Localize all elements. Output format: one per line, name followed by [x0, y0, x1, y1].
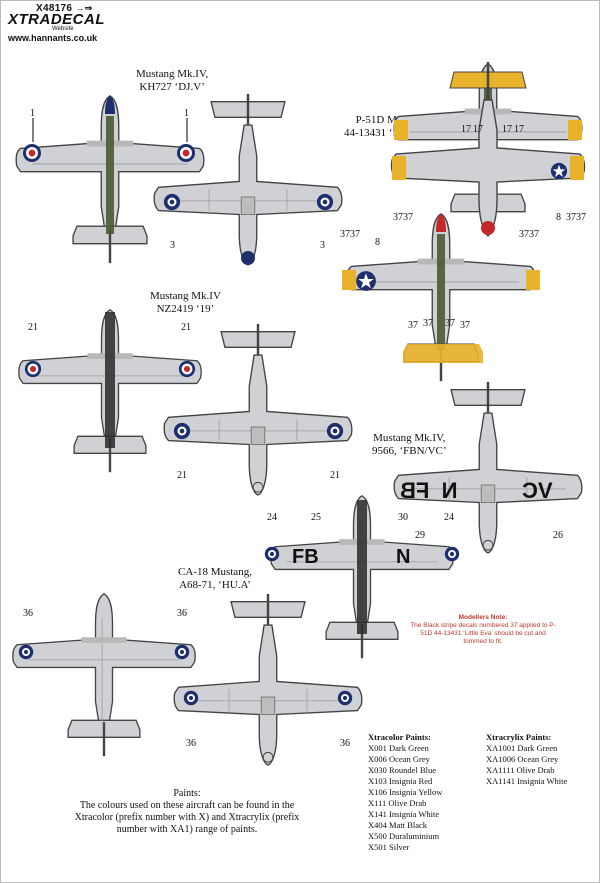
callout-37: 37 — [423, 318, 433, 329]
us-star-icon — [550, 162, 568, 180]
callout-37: 37 — [460, 320, 470, 331]
paints-note: Paints: The colours used on these aircra… — [74, 788, 300, 835]
aircraft-little-eva-top-2 — [342, 212, 540, 383]
callout-21: 21 — [330, 470, 340, 481]
roundel-icon — [23, 144, 41, 162]
callout-25: 25 — [311, 512, 321, 523]
roundel-icon — [316, 193, 334, 211]
roundel-icon — [183, 690, 199, 706]
callout-17: 17 — [461, 124, 471, 135]
callout-37: 37 — [408, 320, 418, 331]
roundel-icon — [444, 546, 460, 562]
code-vc-reversed: VC — [522, 478, 553, 503]
callout-24: 24 — [444, 512, 454, 523]
little-eva-yellow-bands — [394, 120, 582, 140]
callout-3737: 3737 — [566, 212, 586, 223]
callout-1: 1 — [184, 108, 189, 119]
code-n: N — [396, 546, 411, 568]
xtracolor-list: Xtracolor Paints: X001 Dark Green X006 O… — [368, 732, 443, 852]
callout-36: 36 — [340, 738, 350, 749]
callout-30: 30 — [398, 512, 408, 523]
aircraft-nz2419-bottom — [162, 322, 354, 497]
callout-3: 3 — [170, 240, 175, 251]
roundel-icon — [18, 644, 34, 660]
aircraft-little-eva-bottom-flipped — [390, 62, 586, 238]
callout-8: 8 — [556, 212, 561, 223]
modellers-note: Modellers Note: The Black stripe decals … — [410, 614, 556, 645]
callout-21: 21 — [28, 322, 38, 333]
callout-3: 3 — [320, 240, 325, 251]
roundel-icon — [326, 422, 344, 440]
aircraft-kh727-top — [14, 94, 206, 265]
roundel-icon — [337, 690, 353, 706]
aircraft-9566-top — [269, 494, 455, 660]
callout-17: 17 — [502, 124, 512, 135]
aircraft-kh727-bottom — [152, 92, 344, 267]
callout-21: 21 — [177, 470, 187, 481]
aircraft-nz2419-top — [17, 308, 203, 474]
roundel-icon — [163, 193, 181, 211]
callout-36: 36 — [23, 608, 33, 619]
callout-21: 21 — [181, 322, 191, 333]
callout-3737: 3737 — [340, 229, 360, 240]
xtracrylix-list: Xtracrylix Paints: XA1001 Dark Green XA1… — [486, 732, 568, 786]
code-fb: FB — [292, 546, 319, 568]
callout-36: 36 — [177, 608, 187, 619]
arrow-icon: →⇒ — [75, 3, 93, 13]
callout-8: 8 — [375, 237, 380, 248]
callout-26: 26 — [553, 530, 563, 541]
callout-3737: 3737 — [393, 212, 413, 223]
callout-29: 29 — [415, 530, 425, 541]
us-star-icon — [356, 271, 376, 291]
roundel-icon — [173, 422, 191, 440]
website-url[interactable]: www.hannants.co.uk — [8, 33, 98, 43]
callout-17: 17 — [473, 124, 483, 135]
website-label: Website — [52, 26, 74, 32]
callout-24: 24 — [267, 512, 277, 523]
product-code: X48176 →⇒ — [36, 3, 93, 14]
callout-37: 37 — [445, 318, 455, 329]
roundel-icon — [264, 546, 280, 562]
callout-36: 36 — [186, 738, 196, 749]
callout-17: 17 — [514, 124, 524, 135]
callout-1: 1 — [30, 108, 35, 119]
caption-a68-71: CA-18 Mustang,A68-71, ‘HU.A’ — [178, 566, 252, 591]
caption-kh727: Mustang Mk.IV,KH727 ‘DJ.V’ — [136, 68, 209, 93]
leader-line — [186, 118, 188, 142]
leader-line — [32, 118, 34, 142]
brand-logo: XTRADECAL — [8, 11, 105, 28]
callout-3737: 3737 — [519, 229, 539, 240]
aircraft-a68-71-bottom — [172, 592, 364, 767]
roundel-icon — [24, 360, 42, 378]
caption-9566: Mustang Mk.IV,9566, ‘FBN/VC’ — [372, 432, 447, 457]
